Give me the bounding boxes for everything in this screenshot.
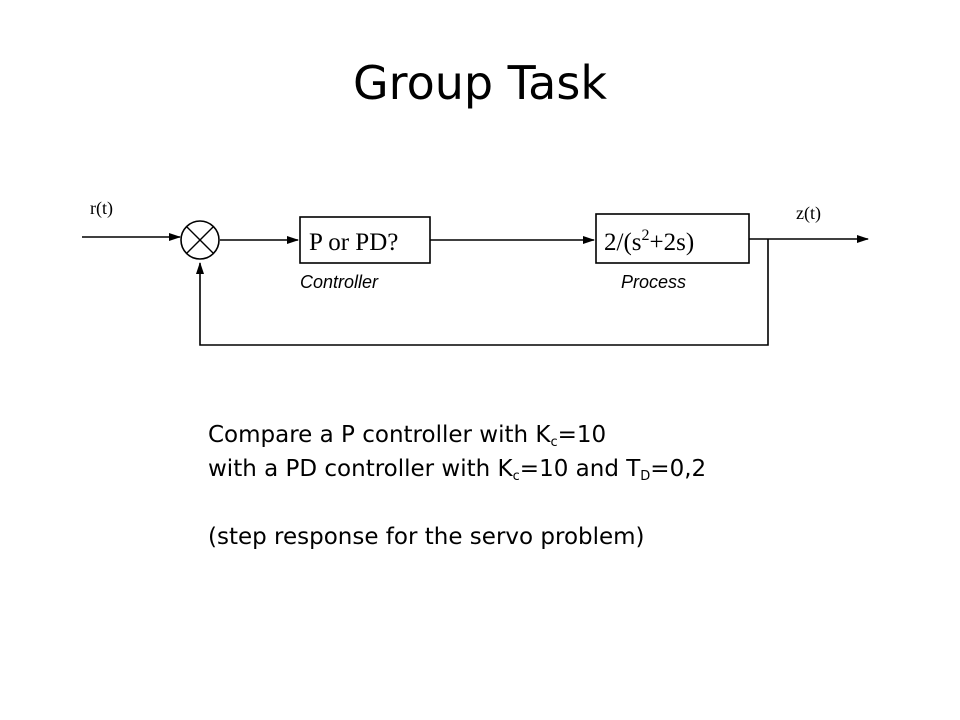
- controller-block-label: P or PD?: [309, 229, 398, 256]
- controller-caption: Controller: [300, 272, 379, 292]
- task-line-blank: [208, 486, 706, 520]
- task-description: Compare a P controller with Kc=10 with a…: [208, 418, 706, 554]
- process-caption: Process: [621, 272, 686, 292]
- task-line-1: Compare a P controller with Kc=10: [208, 422, 607, 450]
- feedback-path: [196, 239, 769, 346]
- process-block: [595, 213, 750, 264]
- input-signal-label: r(t): [90, 198, 113, 219]
- summing-junction: [180, 220, 220, 260]
- output-signal-label: z(t): [796, 203, 821, 224]
- process-block-label: 2/(s2+2s): [604, 227, 694, 256]
- slide-title: Group Task: [353, 56, 607, 110]
- task-line-2: with a PD controller with Kc=10 and TD=0…: [208, 456, 707, 484]
- task-line-4: (step response for the servo problem): [208, 524, 645, 550]
